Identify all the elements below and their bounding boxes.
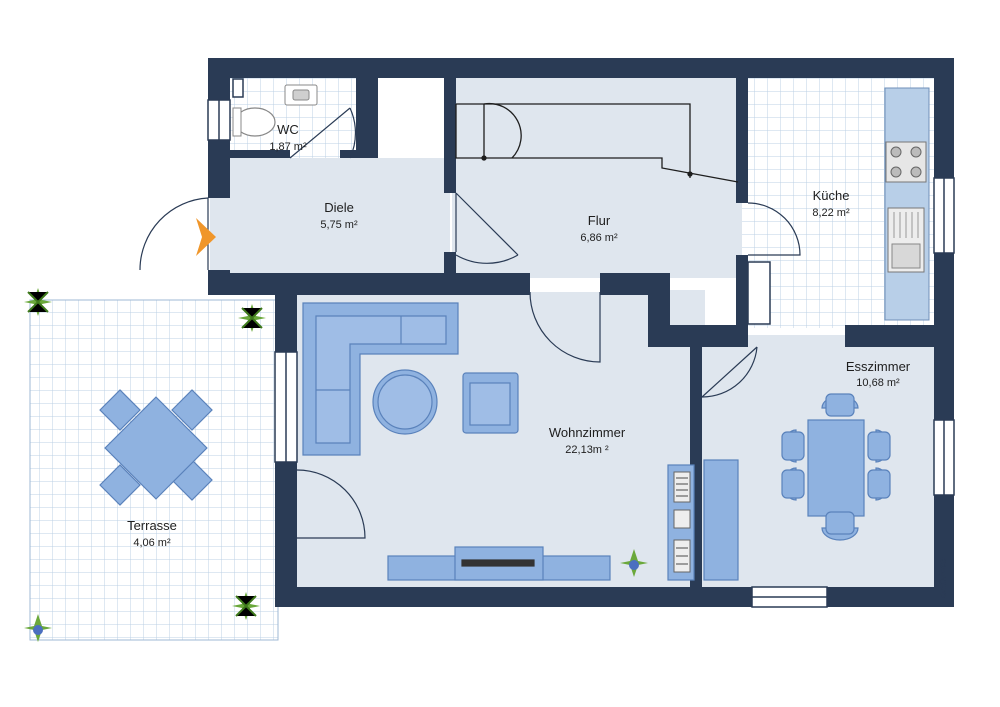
dining-furniture	[703, 393, 891, 581]
room-area-wohnzimmer: 22,13m ²	[565, 444, 609, 456]
flur-floor	[452, 78, 742, 278]
wc-door	[289, 107, 357, 159]
brand-logo-text: onOffice	[938, 557, 949, 598]
plant-icon	[24, 614, 52, 642]
room-area-esszimmer: 10,68 m²	[856, 377, 900, 389]
terrace-furniture	[99, 389, 213, 506]
stairs	[455, 102, 739, 183]
doors	[139, 107, 801, 539]
room-area-diele: 5,75 m²	[320, 219, 358, 231]
terrace-table	[104, 396, 208, 500]
room-name-kueche: Küche	[813, 188, 850, 203]
room-name-esszimmer: Esszimmer	[846, 359, 911, 374]
kitchen-door	[747, 202, 801, 256]
plant-icon	[24, 288, 52, 316]
room-name-diele: Diele	[324, 200, 354, 215]
stove-icon	[885, 141, 927, 183]
room-name-terrasse: Terrasse	[127, 518, 177, 533]
wc-fixtures	[232, 84, 318, 137]
room-name-wc: WC	[277, 122, 299, 137]
plant-icon	[238, 304, 266, 332]
kitchen-counter	[884, 87, 930, 321]
room-area-terrasse: 4,06 m²	[133, 537, 171, 549]
plant-icon	[620, 549, 648, 577]
living-door	[529, 291, 601, 363]
plant-icon	[232, 592, 260, 620]
terrace-door	[296, 469, 366, 539]
dining-table	[807, 419, 865, 517]
room-name-flur: Flur	[588, 213, 611, 228]
sideboard	[703, 459, 739, 581]
dining-door	[701, 346, 758, 398]
room-area-flur: 6,86 m²	[580, 232, 618, 244]
room-labels: WC 1,87 m² Diele 5,75 m² Flur 6,86 m² Kü…	[127, 122, 911, 549]
plants	[24, 288, 648, 642]
entrance-arrow-icon	[196, 218, 216, 256]
windows	[207, 78, 955, 608]
window-kitchen-inner	[747, 261, 771, 325]
dining-chairs	[781, 393, 891, 541]
room-area-kueche: 8,22 m²	[812, 207, 850, 219]
room-area-wc: 1,87 m²	[269, 141, 307, 153]
living-furniture	[302, 302, 695, 581]
entrance-door	[139, 197, 209, 271]
window-wc-top	[232, 78, 244, 98]
room-name-wohnzimmer: Wohnzimmer	[549, 425, 626, 440]
diele-floor	[210, 158, 450, 273]
flur-door	[455, 192, 519, 264]
